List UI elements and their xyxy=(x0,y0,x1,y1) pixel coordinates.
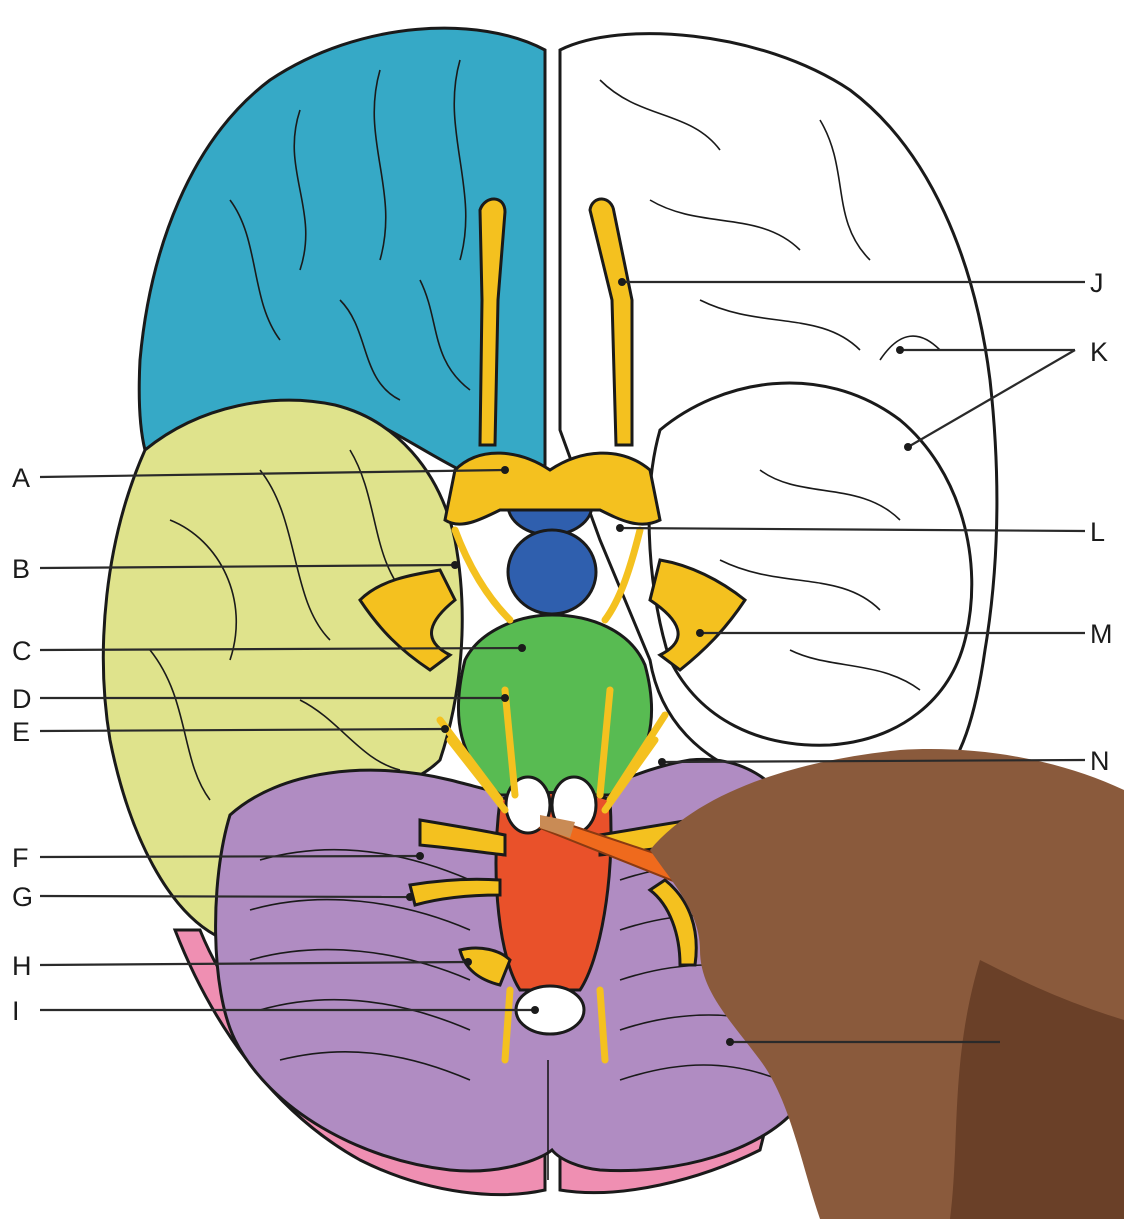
label-d: D xyxy=(12,684,32,714)
label-n: N xyxy=(1090,746,1110,776)
label-l: L xyxy=(1090,517,1105,547)
label-c: C xyxy=(12,636,32,666)
label-j: J xyxy=(1090,268,1104,298)
label-b: B xyxy=(12,554,30,584)
pons xyxy=(458,615,651,795)
label-m: M xyxy=(1090,619,1113,649)
label-k: K xyxy=(1090,337,1108,367)
mammillary-bodies xyxy=(508,530,596,614)
label-i: I xyxy=(12,996,20,1026)
label-h: H xyxy=(12,951,32,981)
label-g: G xyxy=(12,882,33,912)
label-f: F xyxy=(12,843,29,873)
label-e: E xyxy=(12,717,30,747)
label-a: A xyxy=(12,463,30,493)
